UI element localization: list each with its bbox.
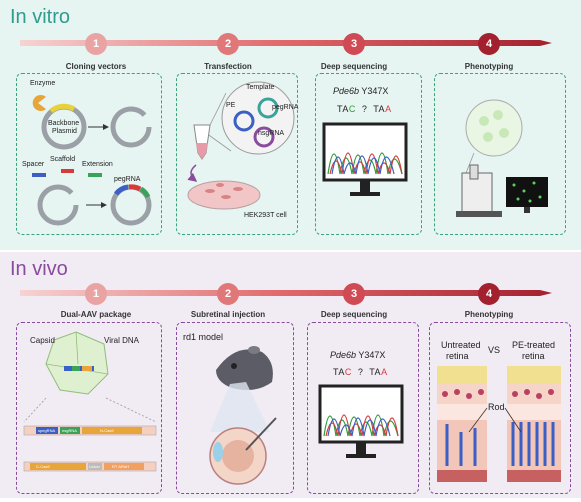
strip1-nsgrna: nsgRNA: [62, 428, 77, 433]
vivo-step-4-circle: 4: [478, 283, 500, 305]
vivo-codon-row: TAC ? TAA: [333, 367, 388, 377]
transfection-illustration: [176, 73, 301, 233]
vitro-codon-b-prefix: TA: [373, 104, 385, 114]
extension-label: Extension: [82, 161, 113, 168]
vitro-codon-row: TAC ? TAA: [337, 104, 392, 114]
treated-retina-label: retina: [522, 351, 545, 361]
vitro-gene-mutation: Pde6b Y347X: [333, 86, 388, 96]
in-vitro-panel: In vitro 1 2 3 4 Cloning vectors Transfe…: [0, 0, 581, 250]
retina-layers-illustration: [429, 362, 569, 502]
vivo-mutation-name: Y347X: [358, 350, 385, 360]
vivo-monitor-chromatogram: [314, 384, 414, 474]
vitro-codon-a-base: C: [349, 104, 356, 114]
vitro-step-1-circle: 1: [85, 33, 107, 55]
vivo-codon-question: ?: [358, 367, 364, 377]
vivo-gene-mutation: Pde6b Y347X: [330, 350, 385, 360]
strip2-linker: Linker: [89, 464, 100, 469]
vivo-codon-b-prefix: TA: [369, 367, 381, 377]
vitro-gene-name: Pde6b: [333, 86, 359, 96]
scaffold-label: Scaffold: [50, 156, 75, 163]
mouse-eye-illustration: [176, 322, 296, 492]
strip1-spegrna: spegRNA: [38, 428, 55, 433]
vitro-codon-b-base: A: [385, 104, 392, 114]
microscope-illustration: [434, 73, 564, 233]
vivo-step-1-circle: 1: [85, 283, 107, 305]
enzyme-label: Enzyme: [30, 80, 55, 87]
viral-dna-label: Viral DNA: [104, 336, 139, 345]
vitro-mutation-name: Y347X: [361, 86, 388, 96]
vitro-step-3-circle: 3: [343, 33, 365, 55]
hek293t-label: HEK293T cell: [244, 212, 287, 219]
vitro-step-4-circle: 4: [478, 33, 500, 55]
in-vivo-panel: In vivo 1 2 3 4 Dual-AAV package Subreti…: [0, 252, 581, 498]
pegrna-transfection-label: pegRNA: [272, 104, 298, 111]
backbone-label: Backbone: [48, 120, 79, 127]
enzyme-icon: [33, 95, 46, 111]
vs-label: VS: [488, 345, 500, 355]
plasmid-label: Plasmid: [52, 128, 77, 135]
cloning-illustration: [16, 73, 166, 233]
vitro-step-2-circle: 2: [217, 33, 239, 55]
vitro-step-4-label: Phenotyping: [429, 62, 549, 71]
template-label: Template: [246, 84, 274, 91]
strip2-rt: RT ΔRnH: [112, 464, 129, 469]
vivo-step-3-circle: 3: [343, 283, 365, 305]
pegrna-label: pegRNA: [114, 176, 140, 183]
vivo-step-3-label: Deep sequencing: [294, 310, 414, 319]
spacer-label: Spacer: [22, 161, 44, 168]
vitro-step-2-label: Transfection: [168, 62, 288, 71]
vivo-codon-a-base: C: [345, 367, 352, 377]
vitro-codon-a-prefix: TA: [337, 104, 349, 114]
vitro-step-1-label: Cloning vectors: [36, 62, 156, 71]
vivo-codon-a-prefix: TA: [333, 367, 345, 377]
vitro-monitor-chromatogram: [318, 122, 418, 212]
vivo-step-2-label: Subretinal injection: [168, 310, 288, 319]
capsid-label: Capsid: [30, 336, 55, 345]
vivo-codon-b-base: A: [381, 367, 388, 377]
treated-label: PE-treated: [512, 340, 555, 350]
vitro-step-3-label: Deep sequencing: [294, 62, 414, 71]
vivo-step-4-label: Phenotyping: [429, 310, 549, 319]
untreated-retina-label: retina: [446, 351, 469, 361]
vivo-gene-name: Pde6b: [330, 350, 356, 360]
in-vitro-title: In vitro: [10, 6, 70, 29]
strip2-c-cas9: C-Cas9: [36, 464, 50, 469]
strip1-n-cas9: N-Cas9: [100, 428, 114, 433]
nsgrna-label: nsgRNA: [258, 130, 284, 137]
untreated-label: Untreated: [441, 340, 481, 350]
vivo-step-2-circle: 2: [217, 283, 239, 305]
vitro-codon-question: ?: [362, 104, 368, 114]
pe-label: PE: [226, 102, 235, 109]
vivo-step-1-label: Dual-AAV package: [36, 310, 156, 319]
